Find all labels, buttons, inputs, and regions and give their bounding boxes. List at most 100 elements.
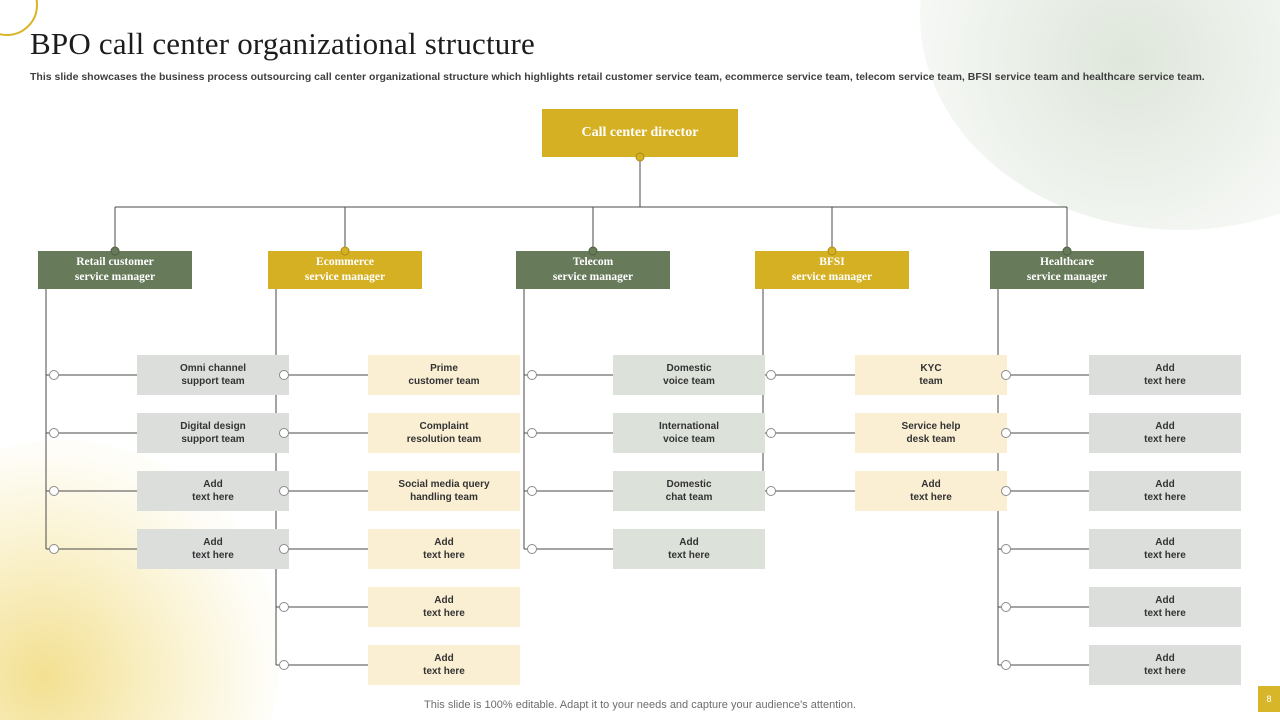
node-leaf-4-4-line1: Add bbox=[1155, 595, 1175, 606]
node-leaf-0-2-line1: Add bbox=[203, 479, 223, 490]
node-leaf-2-3-line2: text here bbox=[668, 550, 710, 561]
node-leaf-2-0-line2: voice team bbox=[663, 376, 715, 387]
node-leaf-4-3-line2: text here bbox=[1144, 550, 1186, 561]
node-manager-0-line2: service manager bbox=[74, 271, 156, 283]
node-leaf-4-0-line1: Add bbox=[1155, 363, 1175, 374]
connector-dot-leaf-2-3 bbox=[527, 544, 537, 554]
node-manager-2[interactable]: Telecom service manager bbox=[516, 251, 670, 289]
node-root-label: Call center director bbox=[581, 125, 699, 140]
node-manager-1-line2: service manager bbox=[304, 271, 386, 283]
node-leaf-4-5-line2: text here bbox=[1144, 666, 1186, 677]
node-leaf-1-1[interactable]: Complaint resolution team bbox=[368, 413, 520, 453]
connector-dot-leaf-1-1 bbox=[279, 428, 289, 438]
node-leaf-1-1-line2: resolution team bbox=[406, 434, 482, 445]
node-leaf-3-1-line1: Service help bbox=[901, 421, 961, 432]
connector-dot-leaf-0-1 bbox=[49, 428, 59, 438]
connector-dot-leaf-4-0 bbox=[1001, 370, 1011, 380]
node-manager-4-line1: Healthcare bbox=[1039, 256, 1095, 268]
node-leaf-1-1-line1: Complaint bbox=[419, 421, 469, 432]
node-leaf-1-5-line1: Add bbox=[434, 653, 454, 664]
node-leaf-2-0[interactable]: Domestic voice team bbox=[613, 355, 765, 395]
node-leaf-2-0-line1: Domestic bbox=[666, 363, 712, 374]
connector-dot-leaf-2-2 bbox=[527, 486, 537, 496]
node-manager-0-line1: Retail customer bbox=[76, 256, 154, 268]
node-leaf-4-0[interactable]: Add text here bbox=[1089, 355, 1241, 395]
node-leaf-4-5-label: Add text here bbox=[1144, 652, 1186, 678]
node-leaf-4-3[interactable]: Add text here bbox=[1089, 529, 1241, 569]
page-title: BPO call center organizational structure bbox=[30, 26, 535, 61]
connector-dot-leaf-3-0 bbox=[766, 370, 776, 380]
node-manager-4-line2: service manager bbox=[1026, 271, 1108, 283]
connector-dot-leaf-4-1 bbox=[1001, 428, 1011, 438]
node-leaf-1-3-line2: text here bbox=[423, 550, 465, 561]
node-manager-1[interactable]: Ecommerce service manager bbox=[268, 251, 422, 289]
node-leaf-1-1-label: Complaint resolution team bbox=[407, 420, 481, 446]
node-manager-2-label: Telecom service manager bbox=[553, 255, 633, 285]
connector-dot-leaf-0-2 bbox=[49, 486, 59, 496]
connector-dot-leaf-3-1 bbox=[766, 428, 776, 438]
node-leaf-1-0-line2: customer team bbox=[408, 376, 480, 387]
node-leaf-4-0-label: Add text here bbox=[1144, 362, 1186, 388]
connector-dot-root bbox=[635, 152, 645, 162]
node-manager-1-line1: Ecommerce bbox=[316, 256, 374, 268]
node-leaf-4-3-line1: Add bbox=[1155, 537, 1175, 548]
connector-dot-leaf-4-5 bbox=[1001, 660, 1011, 670]
node-leaf-1-0[interactable]: Prime customer team bbox=[368, 355, 520, 395]
node-leaf-0-3-line1: Add bbox=[203, 537, 223, 548]
node-leaf-1-0-line1: Prime bbox=[430, 363, 458, 374]
node-leaf-1-2-line2: handling team bbox=[410, 492, 478, 503]
node-leaf-2-3-line1: Add bbox=[679, 537, 699, 548]
node-leaf-4-0-line2: text here bbox=[1144, 376, 1186, 387]
node-leaf-2-2-line1: Domestic bbox=[666, 479, 712, 490]
node-leaf-2-3[interactable]: Add text here bbox=[613, 529, 765, 569]
node-manager-4[interactable]: Healthcare service manager bbox=[990, 251, 1144, 289]
connector-dot-leaf-4-4 bbox=[1001, 602, 1011, 612]
node-leaf-4-5[interactable]: Add text here bbox=[1089, 645, 1241, 685]
node-leaf-1-5[interactable]: Add text here bbox=[368, 645, 520, 685]
node-leaf-1-5-line2: text here bbox=[423, 666, 465, 677]
node-leaf-4-4-label: Add text here bbox=[1144, 594, 1186, 620]
node-leaf-4-4-line2: text here bbox=[1144, 608, 1186, 619]
node-manager-4-label: Healthcare service manager bbox=[1027, 255, 1107, 285]
node-leaf-4-2-line1: Add bbox=[1155, 479, 1175, 490]
node-manager-0[interactable]: Retail customer service manager bbox=[38, 251, 192, 289]
node-leaf-4-4[interactable]: Add text here bbox=[1089, 587, 1241, 627]
node-leaf-4-3-label: Add text here bbox=[1144, 536, 1186, 562]
node-manager-2-line2: service manager bbox=[552, 271, 634, 283]
node-leaf-0-0-line2: support team bbox=[181, 376, 245, 387]
node-manager-2-line1: Telecom bbox=[572, 256, 614, 268]
node-root-call-center-director[interactable]: Call center director bbox=[542, 109, 738, 157]
connector-dot-leaf-1-0 bbox=[279, 370, 289, 380]
node-leaf-1-5-label: Add text here bbox=[423, 652, 465, 678]
connector-dot-manager-2 bbox=[588, 246, 598, 256]
connector-dot-leaf-0-3 bbox=[49, 544, 59, 554]
node-leaf-4-5-line1: Add bbox=[1155, 653, 1175, 664]
node-manager-3-line2: service manager bbox=[791, 271, 873, 283]
